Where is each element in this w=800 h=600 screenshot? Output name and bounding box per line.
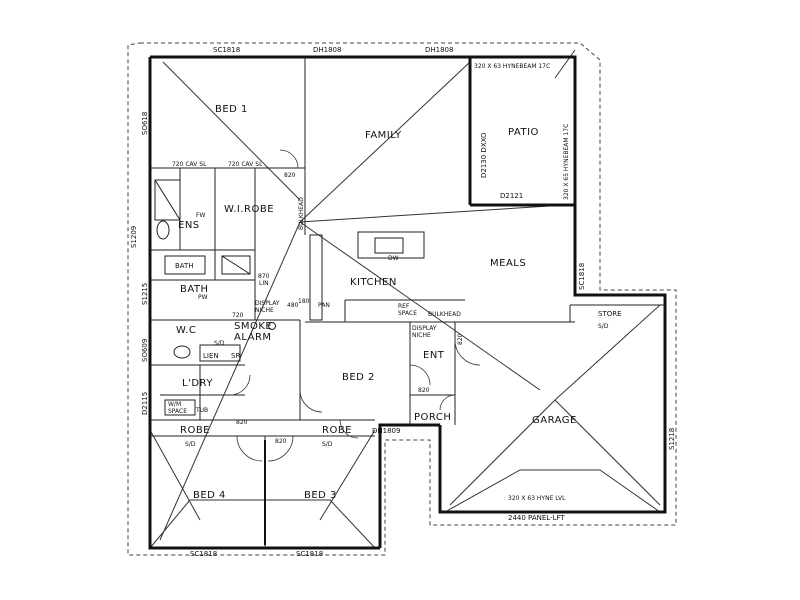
note-d820-5: 820 bbox=[457, 333, 464, 345]
interior-walls bbox=[150, 57, 665, 548]
room-meals-label: MEALS bbox=[490, 258, 526, 269]
room-robe-left-label: ROBE bbox=[180, 425, 210, 436]
opening-left-so609: SO609 bbox=[141, 339, 149, 362]
note-d820-2: 820 bbox=[236, 419, 248, 426]
opening-left-d2115: D2115 bbox=[141, 392, 149, 415]
note-beam-side: 320 X 65 HYNEBEAM 17C bbox=[563, 124, 570, 200]
room-store-label: STORE bbox=[598, 310, 622, 318]
island-sink bbox=[374, 237, 404, 254]
door-swings bbox=[229, 149, 481, 462]
room-bed2-label: BED 2 bbox=[342, 372, 375, 383]
room-wc-label: W.C bbox=[176, 325, 196, 336]
roof-hip-lines bbox=[149, 49, 661, 549]
opening-bottom-1: SC1818 bbox=[190, 550, 217, 558]
note-sd-3: S/D bbox=[598, 323, 609, 330]
room-wirobe-label: W.I.ROBE bbox=[224, 204, 274, 215]
note-dw: DW bbox=[388, 255, 399, 262]
note-d720: 720 bbox=[232, 312, 244, 319]
opening-right-s1218: S1218 bbox=[668, 428, 676, 450]
opening-right-sc1818: SC1818 bbox=[578, 263, 586, 290]
room-garage-label: GARAGE bbox=[532, 415, 577, 426]
opening-left-s1209: S1209 bbox=[130, 226, 138, 248]
opening-top-3: DH1808 bbox=[425, 46, 453, 54]
note-tub: TUB bbox=[195, 407, 208, 414]
note-beam-top: 320 X 63 HYNEBEAM 17C bbox=[474, 63, 550, 70]
roof-outline bbox=[127, 42, 677, 556]
room-bath-label: BATH bbox=[180, 284, 209, 295]
room-porch-label: PORCH bbox=[414, 412, 451, 423]
note-d180: 180 bbox=[298, 298, 310, 305]
fixtures bbox=[154, 179, 276, 545]
room-sr-label: SR bbox=[231, 352, 240, 360]
note-bulkhead-2: BULKHEAD bbox=[428, 311, 461, 318]
note-d820-1: 820 bbox=[284, 172, 296, 179]
opening-dh1809: DH1809 bbox=[372, 427, 400, 435]
note-panel-lift: 2440 PANEL-LFT bbox=[508, 514, 565, 522]
note-bulkhead-1: BULKHEAD bbox=[298, 197, 305, 230]
room-family-label: FAMILY bbox=[365, 130, 402, 141]
opening-d2121: D2121 bbox=[500, 192, 523, 200]
note-d820-4: 820 bbox=[418, 387, 430, 394]
room-bed1-label: BED 1 bbox=[215, 104, 248, 115]
note-sd-4: S/D bbox=[214, 340, 225, 347]
room-kitchen-label: KITCHEN bbox=[350, 277, 397, 288]
opening-top-2: DH1808 bbox=[313, 46, 341, 54]
room-ent-label: ENT bbox=[423, 350, 445, 361]
opening-left-so618: SO618 bbox=[141, 112, 149, 135]
note-d480: 480 bbox=[287, 302, 299, 309]
opening-bottom-2: SC1818 bbox=[296, 550, 323, 558]
room-bed3-label: BED 3 bbox=[304, 490, 337, 501]
note-d820-3: 820 bbox=[275, 438, 287, 445]
room-ldry-label: L'DRY bbox=[182, 378, 213, 389]
room-ens-label: ENS bbox=[178, 220, 200, 231]
opening-left-s1215: S1215 bbox=[141, 283, 149, 305]
note-sd-2: S/D bbox=[322, 441, 333, 448]
note-cav-sl-2: 720 CAV SL bbox=[228, 161, 263, 168]
note-pw: PW bbox=[198, 294, 208, 301]
opening-patio-door: D2130 DXXO bbox=[480, 132, 488, 178]
room-bed4-label: BED 4 bbox=[193, 490, 226, 501]
note-d870: 870 bbox=[258, 273, 270, 280]
room-patio-label: PATIO bbox=[508, 127, 539, 138]
note-sd-1: S/D bbox=[185, 441, 196, 448]
note-garage-beam: 320 X 63 HYNE LVL bbox=[508, 495, 566, 502]
note-pan: PAN bbox=[318, 302, 330, 309]
exterior-walls bbox=[148, 55, 667, 550]
room-robe-right-label: ROBE bbox=[322, 425, 352, 436]
bench-left bbox=[309, 234, 323, 321]
note-lin: LIN bbox=[259, 280, 269, 287]
opening-top-1: SC1818 bbox=[213, 46, 240, 54]
room-lien-label: LIEN bbox=[203, 352, 219, 360]
note-cav-sl-1: 720 CAV SL bbox=[172, 161, 207, 168]
note-fw: FW bbox=[196, 212, 205, 219]
room-bath-small-label: BATH bbox=[175, 262, 194, 270]
kitchen-island bbox=[357, 231, 425, 259]
